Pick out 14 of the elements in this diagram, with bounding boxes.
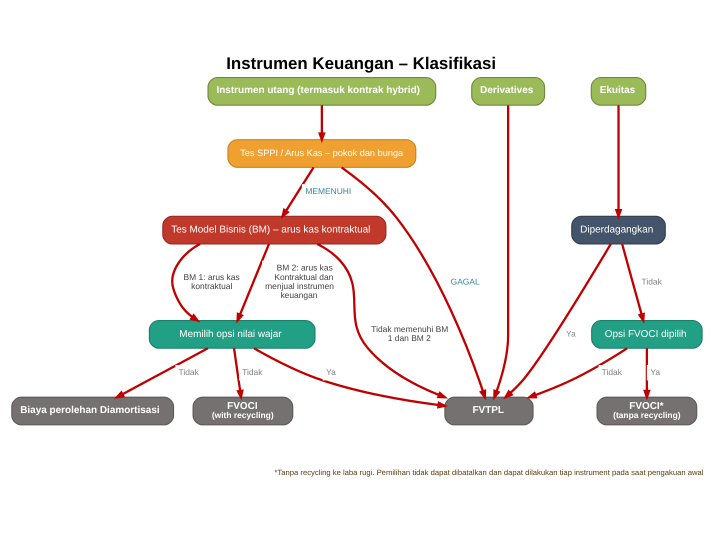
edge-label: Tidak bbox=[242, 366, 262, 377]
edge-label: GAGAL bbox=[450, 276, 480, 286]
edge-label: BM 2: arus kas Kontraktual dan menjual instrumen keuangan bbox=[265, 262, 334, 300]
edge-label: Tidak bbox=[642, 276, 662, 286]
diagram-title: Instrumen Keuangan – Klasifikasi bbox=[226, 54, 496, 73]
edge-label: Ya bbox=[650, 366, 660, 377]
edge-label: Tidak memenuhi BM 1 dan BM 2 bbox=[371, 324, 448, 344]
edge-label: BM 1: arus kas kontraktual bbox=[184, 272, 240, 292]
edge-label: Tidak bbox=[602, 366, 622, 377]
label: *Tanpa recycling ke laba rugi. Pemilihan tidak dapat dibatalkan dan dapat dilakukan tiap instrument pada saat pengakuan awal bbox=[274, 468, 704, 478]
edge-label: Ya bbox=[326, 366, 336, 377]
edge-label: Ya bbox=[566, 328, 576, 339]
edge-label: MEMENUHI bbox=[305, 186, 352, 196]
edge-label: Tidak bbox=[178, 366, 199, 377]
